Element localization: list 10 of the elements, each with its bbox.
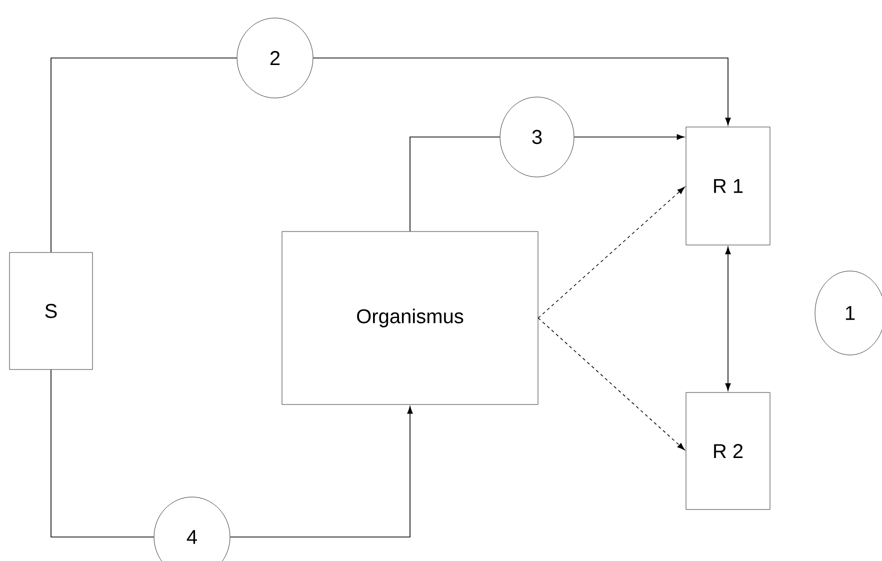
process-box: S <box>9 252 93 370</box>
process-box: R 2 <box>686 392 770 510</box>
arrow <box>538 186 685 318</box>
arrow <box>312 58 731 126</box>
process-box: Organismus <box>282 231 538 405</box>
process-box: R 1 <box>686 126 770 246</box>
arrow <box>230 406 413 538</box>
arrow <box>725 246 731 391</box>
arrow <box>538 318 685 450</box>
arrow <box>574 134 684 140</box>
